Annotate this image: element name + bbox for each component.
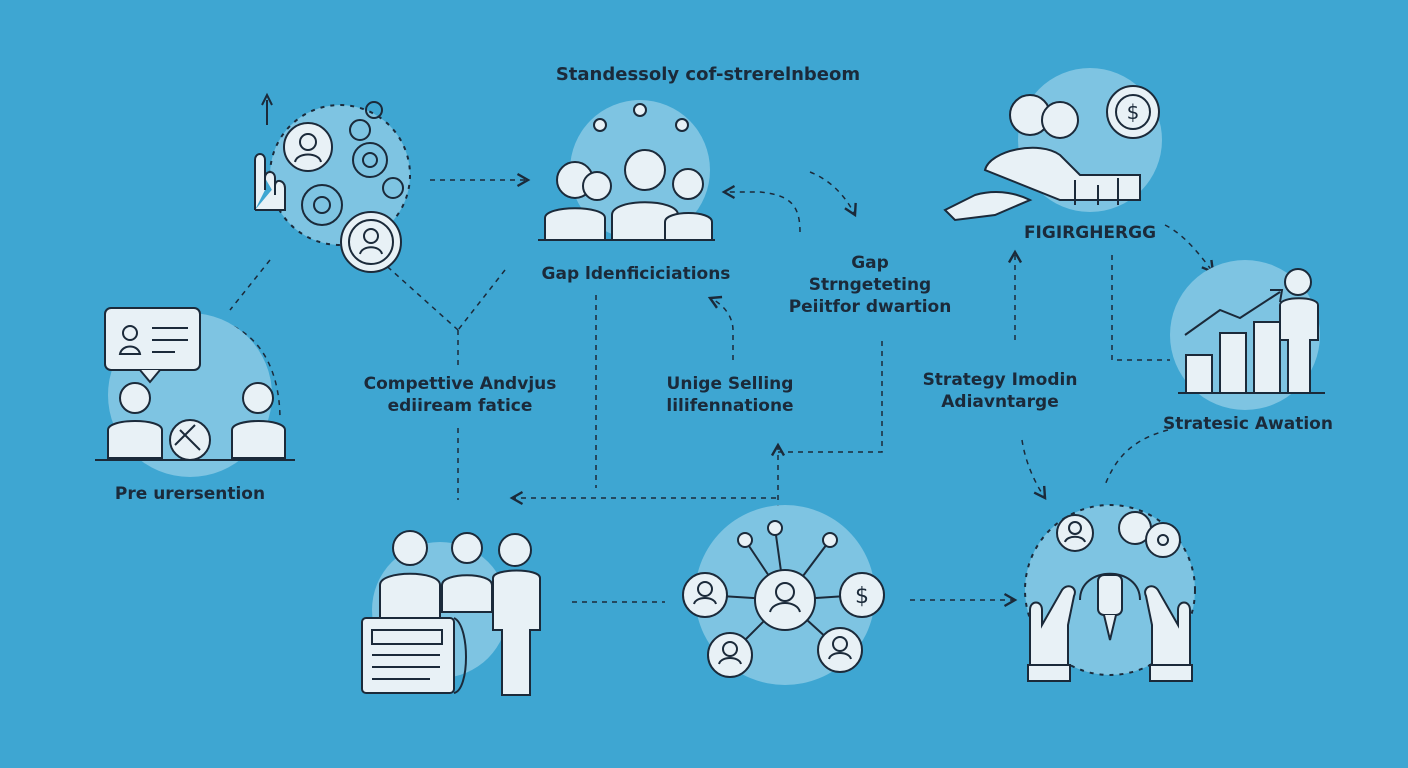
label-competitive: Compettive Andvjus ediiream fatice bbox=[335, 373, 585, 417]
arrow-strategy-down bbox=[1021, 439, 1047, 501]
arrow-strategy-to-team bbox=[721, 184, 801, 233]
gears-person-hand-icon bbox=[254, 92, 411, 273]
label-strategy-advantage-line2: Adiavntarge bbox=[941, 392, 1059, 412]
label-gap-identification: Gap ldenficiciations bbox=[541, 264, 731, 284]
label-strategic-awation: Stratesic Awation bbox=[1163, 414, 1333, 434]
label-strategy-advantage-line1: Strategy Imodin bbox=[922, 370, 1078, 390]
diagram-title: Standessoly cof-strerelnbeom bbox=[555, 64, 861, 85]
label-competitive-line1: Compettive Andvjus bbox=[363, 374, 557, 394]
label-competitive-line2: ediiream fatice bbox=[387, 396, 533, 416]
arrow-team-to-strategy bbox=[809, 171, 857, 218]
arrow-figirgherg-right bbox=[1164, 224, 1215, 274]
presentation-meeting-icon bbox=[95, 307, 295, 477]
label-figirgherg: FIGIRGHERGG bbox=[1023, 223, 1157, 243]
line-topleft-to-competitive bbox=[379, 259, 459, 331]
arrow-usp-up bbox=[707, 295, 734, 360]
handshake-dollar-gear-icon: $ bbox=[943, 68, 1162, 222]
line-awation-down bbox=[1104, 429, 1169, 486]
svg-text:$: $ bbox=[855, 584, 869, 609]
label-gap-strategy-line1: Gap bbox=[851, 253, 889, 273]
label-usp-line1: Unige Selling bbox=[666, 374, 794, 394]
line-topleft-to-left bbox=[229, 259, 271, 311]
label-strategy-advantage: Strategy Imodin Adiavntarge bbox=[905, 369, 1095, 413]
growth-chart-person-icon bbox=[1170, 260, 1325, 410]
label-usp: Unige Selling lilifennatione bbox=[630, 373, 830, 417]
network-hub-icon: $ bbox=[682, 505, 885, 685]
label-gap-strategy: Gap Strngeteting Peiitfor dwartion bbox=[770, 252, 970, 318]
label-pre-ursersention: Pre urersention bbox=[114, 484, 266, 504]
label-gap-strategy-line3: Peiitfor dwartion bbox=[788, 297, 952, 317]
team-document-icon bbox=[361, 530, 541, 696]
label-usp-line2: lilifennatione bbox=[666, 396, 794, 416]
connectors bbox=[214, 171, 1215, 608]
svg-text:$: $ bbox=[1127, 100, 1140, 124]
line-gap-to-competitive bbox=[457, 269, 506, 331]
line-right-elbow bbox=[1111, 255, 1170, 361]
team-group-icon bbox=[538, 100, 715, 241]
line-usp-right bbox=[778, 340, 883, 453]
label-gap-strategy-line2: Strngeteting bbox=[808, 275, 932, 295]
hands-tool-icon bbox=[1024, 504, 1196, 682]
